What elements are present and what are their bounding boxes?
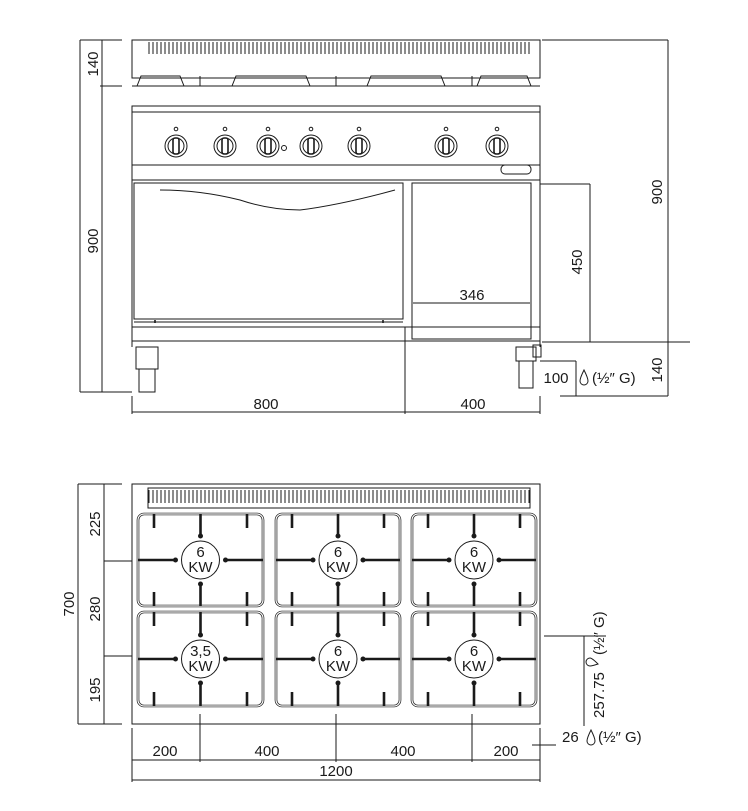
burner-power-unit: KW [462,658,487,675]
burner-power-value: 3,5 [190,643,211,660]
dim-top-height: 140 [85,51,102,76]
burner-grate [410,610,538,708]
burner-power-unit: KW [188,658,213,675]
knob [485,126,509,158]
control-knobs [164,126,509,158]
knob [213,126,237,158]
oven-door [133,182,404,320]
knob [299,126,323,158]
burner-grates [136,512,538,708]
knob [164,126,188,158]
burner-power-value: 6 [470,544,478,561]
top-vent-slots [148,490,530,503]
hob-outline [131,483,541,725]
burner-grate [410,512,538,608]
burner-grate [274,610,402,708]
dim-cabinet-section-width: 400 [460,396,485,413]
front-view: 140 900 900 450 346 140 100 (½″ G) [79,39,690,414]
gas-drop-icon [579,368,589,386]
dim-width-mid2: 400 [390,743,415,760]
dim-width-left: 200 [152,743,177,760]
dim-gas-side-thread: (½″ G) [591,611,608,655]
dim-left-height: 900 [85,228,102,253]
dim-gas-height: 100 [543,370,568,387]
gas-drop-icon [585,657,599,667]
burner: 3,5KW [181,639,220,679]
neutral-cabinet [411,182,532,340]
dim-width-total: 1200 [319,763,352,780]
dim-gas-thread: (½″ G) [592,370,636,387]
dim-width-right: 200 [493,743,518,760]
backsplash-vent-slots [148,42,530,54]
front-right-dimensions: 900 450 346 140 100 (½″ G) [413,39,690,397]
dim-gas-bottom: 26 [562,729,579,746]
dim-cabinet-width: 346 [459,287,484,304]
burner-power-value: 6 [334,544,342,561]
burner-power-unit: KW [462,559,487,576]
dim-oven-width: 800 [253,396,278,413]
top-backsplash [147,487,531,509]
oven-door-handle [159,189,396,211]
dim-top-depth-mid: 280 [87,596,104,621]
burner-power-unit: KW [188,559,213,576]
knob [256,126,287,158]
dim-top-depth-front: 195 [87,677,104,702]
burner-power-unit: KW [326,658,351,675]
top-bottom-dimensions: 200 400 400 200 1200 [131,714,541,782]
front-left-dimensions: 140 900 [79,39,132,393]
burner-power-value: 6 [334,643,342,660]
control-panel [131,105,541,181]
handle-bar [500,164,532,175]
burner-power-unit: KW [326,559,351,576]
front-bottom-dimensions: 800 400 [131,327,541,414]
knob [347,126,371,158]
dim-top-depth-total: 700 [61,591,78,616]
dim-oven-height: 450 [569,249,586,274]
dim-gas-side-height: 257.75 [591,672,608,718]
burner-power-value: 6 [470,643,478,660]
dim-leg-height: 140 [649,357,666,382]
top-right-dimensions: 257.75 (½″ G) 26 (½″ G) [532,611,642,746]
dim-width-mid1: 400 [254,743,279,760]
knob [434,126,458,158]
burner: 6KW [181,540,220,580]
burner: 6KW [318,639,358,679]
burner-grate [136,610,265,708]
pan-support-profiles [132,75,540,87]
burner: 6KW [318,540,358,580]
burner: 6KW [454,639,494,679]
legs [135,344,542,393]
gas-drop-icon [586,728,596,746]
burner-grate [274,512,402,608]
burner-power-value: 6 [196,544,204,561]
dim-top-depth-back: 225 [87,511,104,536]
burner: 6KW [454,540,494,580]
burner-grate [136,512,265,608]
dim-right-height: 900 [649,179,666,204]
dim-gas-bottom-thread: (½″ G) [598,729,642,746]
top-left-dimensions: 700 225 280 195 [61,483,132,725]
